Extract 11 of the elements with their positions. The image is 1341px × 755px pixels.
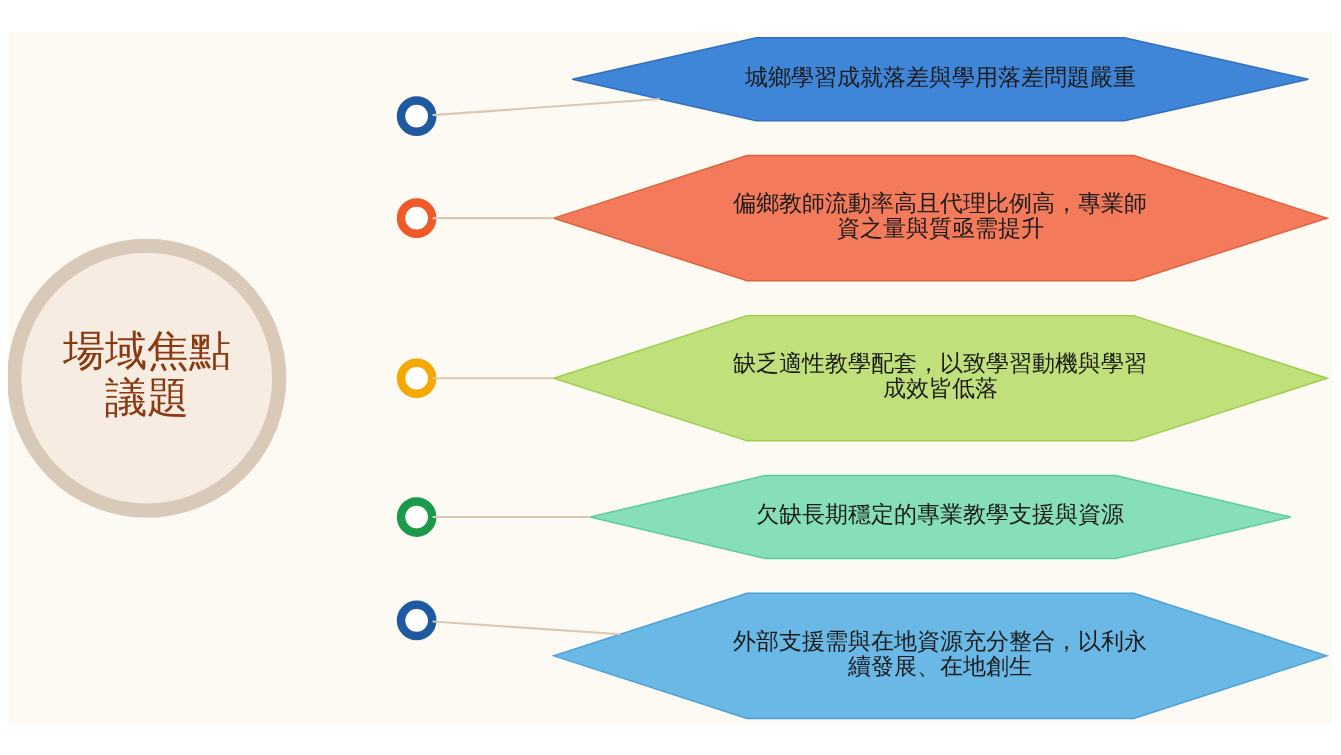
- node-circle: 場域焦點議題: [8, 238, 287, 518]
- connector: [432, 619, 621, 635]
- node-circle: [396, 496, 437, 537]
- node-circle: [396, 95, 437, 136]
- connector: [432, 216, 554, 219]
- connector: [432, 515, 590, 518]
- connector: [432, 97, 660, 116]
- node-circle: [396, 197, 437, 238]
- node-circle: [396, 357, 437, 398]
- node-circle: [396, 600, 437, 640]
- connector: [432, 376, 554, 379]
